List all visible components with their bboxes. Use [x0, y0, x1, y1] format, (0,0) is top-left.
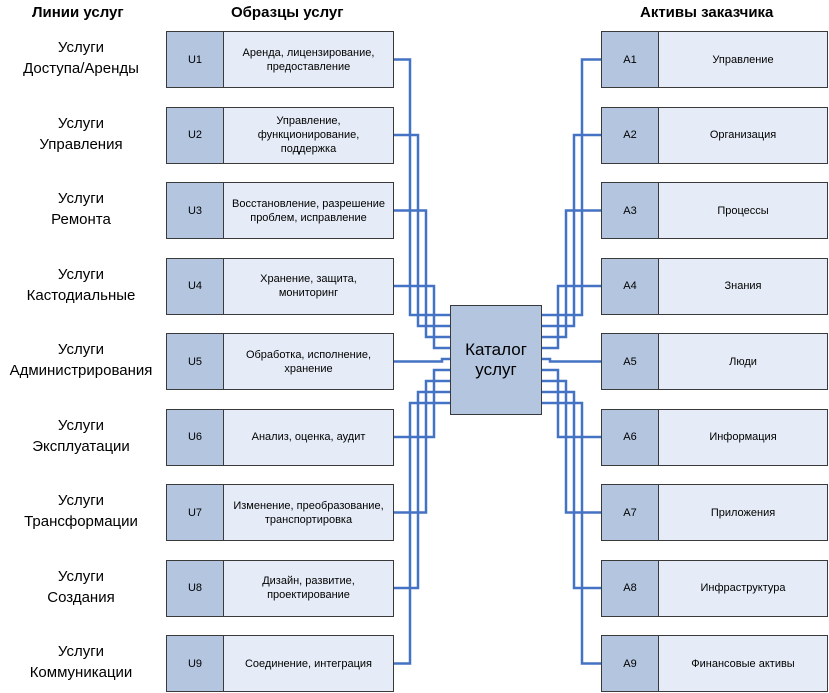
asset-code: A8 — [602, 560, 659, 616]
service-description: Хранение, защита, мониторинг — [260, 273, 357, 299]
service-code: U8 — [167, 560, 224, 616]
asset-name: Люди — [729, 355, 757, 368]
connector-line-left — [394, 379, 450, 514]
asset-code: A5 — [602, 334, 659, 389]
connector-line-right — [542, 133, 601, 328]
asset-name: Управление — [712, 53, 774, 66]
customer-asset-box: A7 Приложения — [601, 484, 828, 541]
asset-code: A7 — [602, 485, 659, 540]
service-code: U4 — [167, 258, 224, 314]
asset-name: Финансовые активы — [691, 657, 795, 670]
asset-name: Знания — [724, 280, 762, 292]
asset-name: Приложения — [710, 506, 776, 519]
service-sample-box: U9 Соединение, интеграция — [166, 635, 394, 692]
service-sample-box: U7 Изменение, преобразование, транспортир… — [166, 484, 394, 541]
customer-asset-box: A6 Информация — [601, 408, 828, 466]
customer-asset-box: A9 Финансовые активы — [601, 635, 828, 692]
asset-code: A9 — [602, 636, 659, 691]
service-line-label: Услуги Ремонта — [51, 190, 111, 228]
service-line-label: Услуги Кастодиальные — [26, 265, 136, 304]
service-description: Аренда, лицензирование, предоставление — [242, 46, 375, 73]
service-sample-box: U4 Хранение, защита, мониторинг — [166, 257, 394, 315]
service-code: U3 — [167, 183, 224, 238]
customer-asset-box: A8 Инфраструктура — [601, 559, 828, 617]
asset-name: Инфраструктура — [700, 582, 786, 594]
asset-code: A1 — [602, 32, 659, 87]
service-description: Управление, функционирование, поддержка — [257, 115, 360, 155]
service-line-label: Услуги Эксплуатации — [32, 416, 130, 455]
service-description: Дизайн, развитие, проектирование — [262, 575, 355, 601]
service-code: U1 — [167, 32, 224, 87]
service-description: Обработка, исполнение, хранение — [245, 348, 372, 375]
connector-line-right — [542, 284, 601, 350]
service-sample-box: U1 Аренда, лицензирование, предоставление — [166, 31, 394, 88]
service-code: U9 — [167, 636, 224, 691]
connector-line-right — [542, 401, 601, 665]
asset-code: A2 — [602, 107, 659, 163]
connector-line-left — [394, 357, 450, 363]
service-line-label: Услуги Трансформации — [24, 492, 138, 530]
service-code: U6 — [167, 409, 224, 465]
service-sample-box: U5 Обработка, исполнение, хранение — [166, 333, 394, 390]
service-description: Соединение, интеграция — [244, 657, 373, 670]
service-description: Восстановление, разрешение проблем, испр… — [232, 197, 385, 224]
asset-name: Информация — [709, 431, 777, 443]
customer-asset-box: A3 Процессы — [601, 182, 828, 239]
connector-line-right — [542, 209, 601, 339]
asset-code: A4 — [602, 258, 659, 314]
service-sample-box: U6 Анализ, оценка, аудит — [166, 408, 394, 466]
customer-asset-box: A1 Управление — [601, 31, 828, 88]
connector-line-left — [394, 390, 450, 590]
customer-asset-box: A4 Знания — [601, 257, 828, 315]
service-sample-box: U8 Дизайн, развитие, проектирование — [166, 559, 394, 617]
service-line-label: Услуги Коммуникации — [29, 643, 133, 681]
header-customer-assets: Активы заказчика — [640, 4, 774, 21]
connector-line-left — [394, 284, 450, 350]
connector-line-left — [394, 58, 450, 317]
customer-asset-box: A5 Люди — [601, 333, 828, 390]
asset-name: Организация — [709, 129, 777, 141]
service-line-label: Услуги Администрирования — [9, 341, 153, 379]
connector-line-left — [394, 209, 450, 339]
service-catalog-box: Каталог услуг — [450, 305, 542, 415]
service-line-label: Услуги Управления — [39, 114, 123, 153]
connector-line-left — [394, 401, 450, 665]
service-description: Изменение, преобразование, транспортиров… — [233, 499, 384, 526]
connector-line-left — [394, 133, 450, 328]
connector-line-right — [542, 357, 601, 363]
service-code: U5 — [167, 334, 224, 389]
customer-asset-box: A2 Организация — [601, 106, 828, 164]
connector-line-right — [542, 58, 601, 317]
connector-line-right — [542, 379, 601, 514]
service-line-label: Услуги Доступа/Аренды — [23, 39, 139, 77]
connector-line-right — [542, 390, 601, 590]
header-service-samples: Образцы услуг — [231, 4, 344, 21]
service-description: Анализ, оценка, аудит — [251, 431, 366, 443]
service-sample-box: U3 Восстановление, разрешение проблем, ис… — [166, 182, 394, 239]
service-code: U2 — [167, 107, 224, 163]
service-line-label: Услуги Создания — [47, 567, 115, 606]
service-sample-box: U2 Управление, функционирование, поддержк… — [166, 106, 394, 164]
asset-code: A6 — [602, 409, 659, 465]
asset-name: Процессы — [717, 204, 769, 217]
service-code: U7 — [167, 485, 224, 540]
asset-code: A3 — [602, 183, 659, 238]
header-service-lines: Линии услуг — [32, 4, 124, 21]
